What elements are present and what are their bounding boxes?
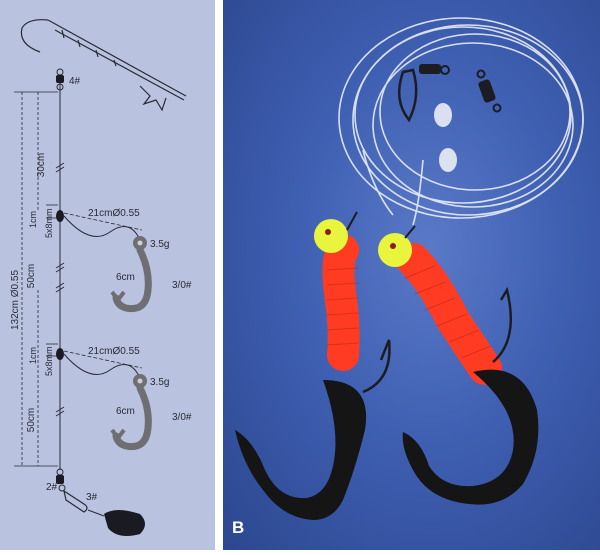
clear-beads: [434, 103, 457, 172]
branch-1-lure-length-label: 6cm: [116, 272, 135, 283]
snap-size-label: 3#: [86, 492, 98, 503]
lure-2: [378, 225, 539, 505]
hook-icon: [492, 286, 513, 363]
snap-icon: [63, 489, 88, 513]
fishing-rod-icon: [20, 19, 187, 112]
branch-1-hook-size-label: 3/0#: [172, 280, 192, 291]
line-break-marks: [55, 162, 65, 417]
weighted-hook-icon: [110, 374, 152, 451]
curly-tail: [402, 369, 539, 505]
bead-icon: [56, 348, 64, 360]
branch-2-offset-label: 1cm: [28, 347, 38, 364]
branch-1-dropper-label: 21cmØ0.55: [88, 208, 140, 219]
mid-segment-label: 50cm: [26, 264, 37, 288]
swivel-icon: [476, 69, 502, 113]
rig-diagram: 4# 132cm Ø0.55 30cm: [10, 19, 192, 536]
jig-head-icon: [378, 233, 412, 267]
weighted-hook-icon: [110, 236, 152, 313]
panel-divider: [215, 0, 223, 550]
curly-tail: [235, 380, 367, 520]
branch-2-lure-length-label: 6cm: [116, 406, 135, 417]
panel-label: B: [232, 518, 245, 537]
rig-diagram-panel: 4# 132cm Ø0.55 30cm: [0, 0, 215, 550]
branch-1-weight-label: 3.5g: [150, 239, 169, 250]
hook-icon: [362, 339, 391, 394]
total-length-label: 132cm Ø0.55: [10, 270, 21, 330]
branch-2-weight-label: 3.5g: [150, 377, 169, 388]
top-swivel-icon: [56, 68, 64, 91]
coiled-line: [338, 17, 584, 226]
top-swivel-size-label: 4#: [69, 76, 81, 87]
bottom-swivel-icon: [56, 468, 66, 492]
lure-1: [235, 211, 391, 520]
branch-2-dropper-label: 21cmØ0.55: [88, 346, 140, 357]
branch-1: [46, 204, 152, 313]
branch-2: [46, 343, 152, 451]
snap-swivel-icon: [397, 64, 450, 123]
top-segment-label: 30cm: [36, 153, 47, 177]
bead-icon: [56, 210, 64, 222]
bottom-swivel-size-label: 2#: [46, 482, 58, 493]
total-dimension: [14, 91, 58, 467]
branch-2-hook-size-label: 3/0#: [172, 412, 192, 423]
bottom-segment-label: 50cm: [26, 408, 37, 432]
branch-1-offset-label: 1cm: [28, 211, 38, 228]
branch-1-bead-label: 5x8mm: [44, 208, 54, 238]
sinker-icon: [87, 509, 145, 536]
jig-head-icon: [314, 219, 348, 253]
product-photo-panel: [223, 0, 600, 550]
branch-2-bead-label: 5x8mm: [44, 346, 54, 376]
product-photo: [235, 17, 584, 520]
